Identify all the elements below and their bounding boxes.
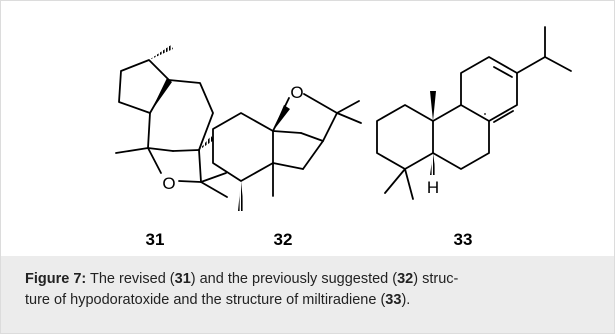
caption-figure-label: Figure 7: bbox=[25, 271, 87, 287]
compound-number-32: 32 bbox=[274, 230, 293, 249]
bond-c-o-31 bbox=[147, 147, 162, 174]
gem-methyl-a-32 bbox=[336, 100, 360, 114]
wedge-methyl-33 bbox=[430, 91, 436, 121]
methyl-bond-31 bbox=[115, 147, 149, 154]
bond-o-c-31 bbox=[178, 180, 202, 183]
figure-caption: Figure 7: The revised (31) and the previ… bbox=[1, 256, 614, 333]
bond-inner2-31 bbox=[172, 149, 200, 152]
structures-diagram: O 31 O 32 bbox=[115, 26, 572, 249]
oxygen-label-31: O bbox=[162, 174, 175, 193]
structure-33 bbox=[376, 26, 572, 200]
double-bond-tetra-33 bbox=[493, 110, 514, 123]
isopropyl-bond-33 bbox=[516, 56, 546, 74]
bond-bridge-31 bbox=[198, 149, 202, 183]
bond-inner-32 bbox=[272, 130, 302, 134]
gem-methyl-b-33 bbox=[404, 168, 414, 200]
caption-text-5: ). bbox=[401, 292, 411, 308]
bond-bridge-c-32 bbox=[272, 162, 304, 170]
isopropyl-methyl-b-33 bbox=[544, 56, 572, 72]
bond-o-c-32 bbox=[303, 93, 338, 114]
bond-spiro-c31 bbox=[147, 112, 151, 149]
gem-methyl-a-33 bbox=[384, 168, 406, 194]
compound-number-33: 33 bbox=[454, 230, 473, 249]
wedge-bond-31 bbox=[150, 78, 172, 113]
caption-ref-33: 33 bbox=[385, 292, 402, 308]
wedge-bond-32 bbox=[273, 105, 290, 131]
hashed-bridge-31 bbox=[199, 136, 214, 150]
caption-text-4: ture of hypodoratoxide and the structure… bbox=[25, 292, 386, 308]
bond-inner-31 bbox=[147, 147, 174, 152]
bond-bridge-b-32 bbox=[302, 140, 324, 170]
gem-methyl-b-31 bbox=[200, 181, 228, 198]
hashed-methyl-32 bbox=[238, 181, 244, 211]
caption-ref-31: 31 bbox=[174, 271, 191, 287]
hydrogen-label-33: H bbox=[427, 178, 439, 197]
caption-ref-32: 32 bbox=[397, 271, 414, 287]
gem-methyl-b-32 bbox=[336, 112, 362, 124]
caption-text-1: The revised ( bbox=[86, 271, 175, 287]
double-bond-c-ring-33 bbox=[493, 66, 513, 78]
caption-text-2: ) and the previously suggested ( bbox=[190, 271, 398, 287]
cyclohexane-ring-32 bbox=[212, 112, 274, 182]
cyclopentane-ring-31 bbox=[118, 59, 170, 114]
bond-bridge-a-32 bbox=[322, 112, 338, 142]
gem-methyl-a-31 bbox=[200, 172, 227, 183]
hashed-methyl-31 bbox=[149, 45, 173, 60]
cyclohexane-ring-31 bbox=[149, 79, 214, 151]
ring-b-33 bbox=[432, 104, 490, 170]
bond-inner2-32 bbox=[300, 132, 324, 142]
ring-a-33 bbox=[376, 104, 434, 170]
hashed-h-33 bbox=[430, 153, 436, 175]
caption-text-3: ) struc- bbox=[413, 271, 459, 287]
compound-number-31: 31 bbox=[146, 230, 165, 249]
oxygen-label-32: O bbox=[290, 83, 303, 102]
ring-c-33 bbox=[460, 56, 518, 122]
